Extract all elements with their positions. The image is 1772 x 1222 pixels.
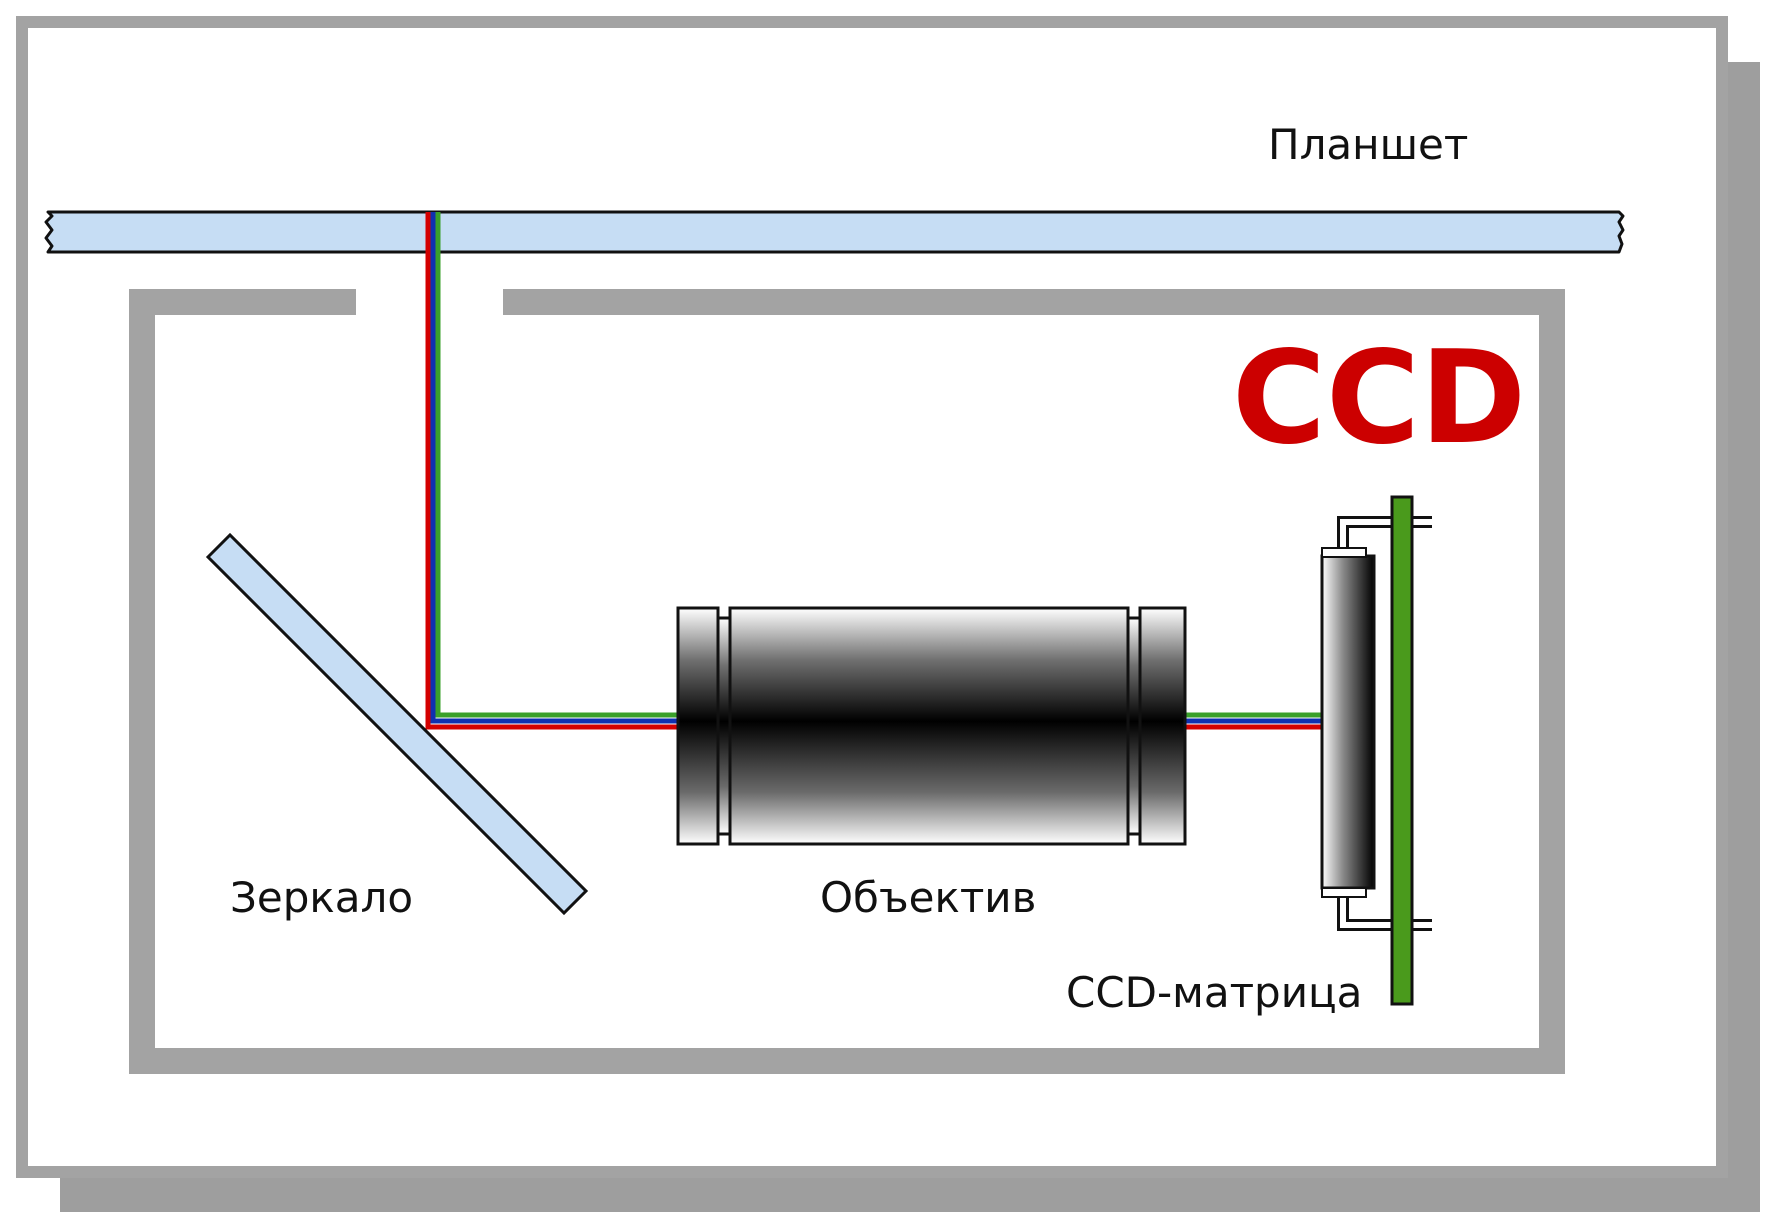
platen-glass	[44, 210, 1625, 254]
platen-label: Планшет	[1268, 120, 1468, 169]
ccd-sensor-label: CCD-матрица	[1066, 968, 1362, 1017]
circuit-board	[1390, 495, 1414, 1006]
lens-label: Объектив	[820, 873, 1036, 922]
objective-lens	[676, 606, 1187, 846]
mirror-label: Зеркало	[230, 873, 413, 922]
light-beam	[425, 212, 1322, 730]
scanner-housing	[129, 286, 1565, 1074]
ccd-title: CCD	[1232, 324, 1526, 473]
mirror	[205, 532, 589, 916]
ccd-sensor	[1320, 516, 1432, 931]
